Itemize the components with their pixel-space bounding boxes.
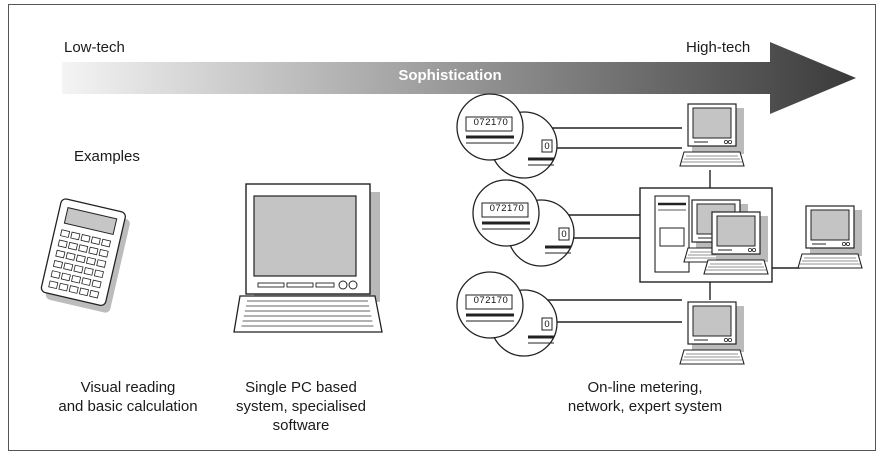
calculator-key — [89, 289, 100, 299]
low-tech-label: Low-tech — [64, 39, 125, 56]
network-caption-line-2: network, expert system — [567, 398, 723, 415]
calculator-key — [73, 264, 84, 274]
calculator-key — [78, 244, 89, 253]
calculator-key — [48, 280, 59, 290]
calculator-key — [81, 277, 92, 286]
sophistication-label: Sophistication — [398, 67, 502, 84]
meter-back-digit-middle: 0 — [561, 229, 566, 240]
server-cluster-icon — [639, 187, 773, 283]
calculator-caption-line-1: Visual reading — [80, 379, 176, 396]
pc-caption-line-1: Single PC based — [245, 379, 357, 396]
calculator-key — [60, 272, 71, 282]
calculator-key — [83, 267, 94, 276]
meter-back-digit-top: 0 — [544, 141, 549, 152]
pc-caption-line-2: system, specialised — [235, 398, 367, 415]
sophistication-arrow — [62, 42, 856, 114]
meter-back-digit-bottom: 0 — [544, 319, 549, 330]
calculator-key — [52, 259, 64, 269]
calculator-key — [96, 259, 107, 268]
pc-caption: Single PC based system, specialised soft… — [216, 378, 386, 435]
calculator-key — [67, 241, 78, 251]
meter-group-middle — [471, 178, 576, 268]
calculator-key — [71, 274, 82, 284]
calculator-key — [90, 236, 101, 245]
calculator-key — [93, 269, 104, 279]
calculator-key — [57, 239, 68, 249]
meter-group-bottom — [455, 270, 559, 358]
calculator-caption-line-2: and basic calculation — [58, 398, 198, 415]
calculator-key — [68, 285, 79, 294]
meter-reading-middle: 072170 — [490, 203, 525, 214]
pc-right-icon — [797, 205, 863, 269]
calculator-key — [98, 248, 109, 258]
calculator-key — [58, 282, 69, 292]
calculator-key — [63, 262, 74, 271]
calculator-key — [60, 229, 71, 238]
pc-bottom-icon — [679, 301, 745, 365]
calculator-key — [55, 249, 66, 259]
network-caption-line-1: On-line metering, — [587, 379, 703, 396]
pc-caption-line-3: software — [272, 417, 330, 434]
calculator-key — [80, 234, 91, 243]
calculator-key — [91, 279, 102, 289]
meter-group-top — [455, 92, 559, 180]
calculator-key — [88, 246, 99, 256]
network-caption: On-line metering, network, expert system — [540, 378, 750, 416]
calculator-key — [50, 270, 61, 279]
calculator-caption: Visual reading and basic calculation — [38, 378, 218, 416]
high-tech-label: High-tech — [686, 39, 751, 56]
meter-reading-bottom: 072170 — [474, 295, 509, 306]
calculator-icon — [40, 198, 130, 313]
meter-reading-top: 072170 — [474, 117, 509, 128]
examples-heading: Examples — [74, 148, 140, 165]
calculator-key — [78, 287, 90, 297]
calculator-key — [65, 252, 76, 261]
calculator-key — [70, 231, 81, 241]
desktop-pc-icon — [233, 183, 383, 333]
pc-top-icon — [679, 103, 745, 167]
calculator-key — [100, 238, 112, 248]
calculator-key — [75, 254, 86, 264]
calculator-key — [85, 256, 97, 266]
